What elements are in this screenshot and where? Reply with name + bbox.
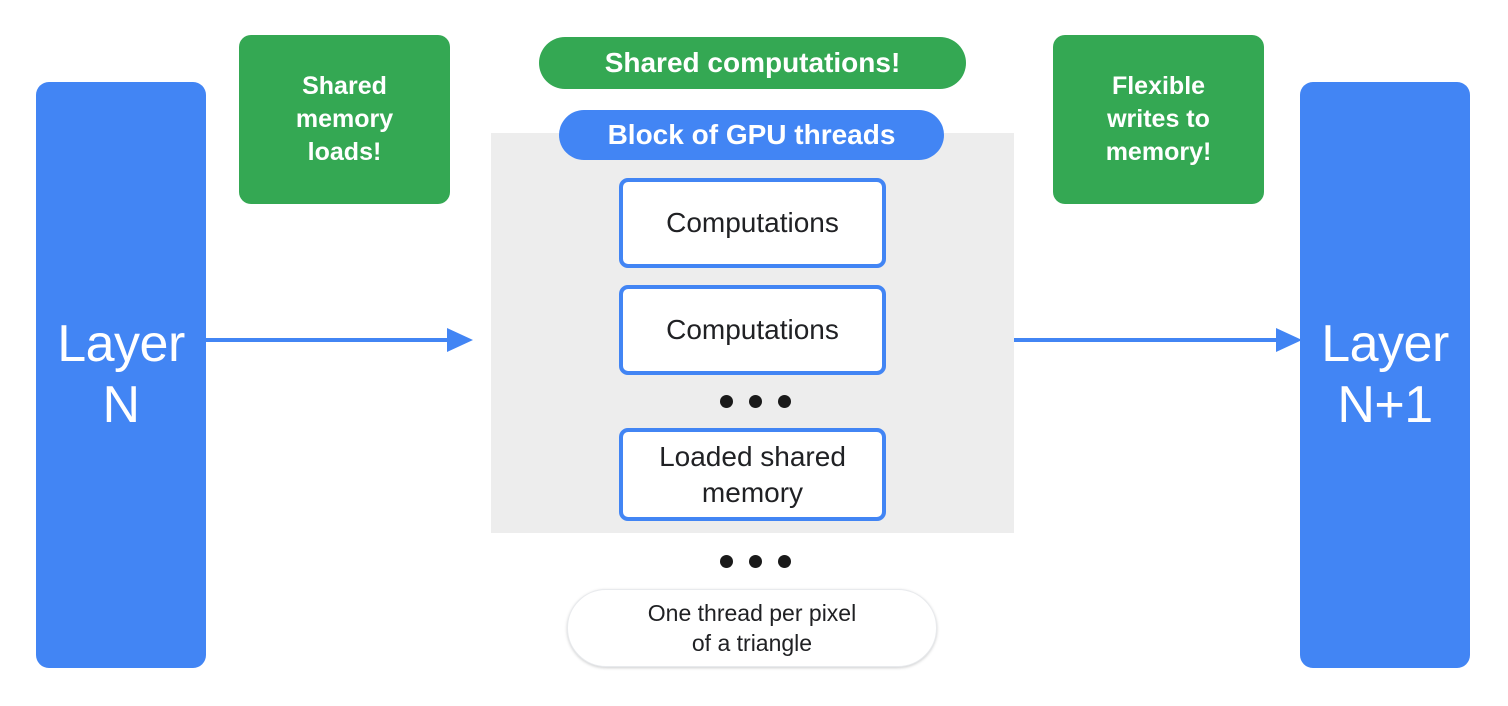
thread-box: Computations	[619, 178, 886, 268]
arrow-right-icon	[1014, 328, 1302, 352]
arrow-right-icon	[205, 328, 473, 352]
pill-one-thread-per-pixel: One thread per pixel of a triangle	[567, 589, 937, 667]
arrow-block-to-output	[1014, 325, 1302, 355]
ellipsis-dot	[778, 395, 791, 408]
ellipsis-dot	[749, 555, 762, 568]
pill-block-of-gpu-threads: Block of GPU threads	[559, 110, 944, 160]
ellipsis-dot	[720, 395, 733, 408]
thread-box: Loaded shared memory	[619, 428, 886, 521]
callout-shared-memory-loads: Shared memory loads!	[239, 35, 450, 204]
ellipsis-dot	[749, 395, 762, 408]
arrow-input-to-block	[205, 325, 473, 355]
ellipsis-dot	[778, 555, 791, 568]
ellipsis-inner	[720, 395, 791, 408]
callout-flexible-writes-to-memory: Flexible writes to memory!	[1053, 35, 1264, 204]
ellipsis-outer	[720, 555, 791, 568]
layer-input-block: Layer N	[36, 82, 206, 668]
pill-shared-computations: Shared computations!	[539, 37, 966, 89]
ellipsis-dot	[720, 555, 733, 568]
thread-box: Computations	[619, 285, 886, 375]
layer-output-block: Layer N+1	[1300, 82, 1470, 668]
